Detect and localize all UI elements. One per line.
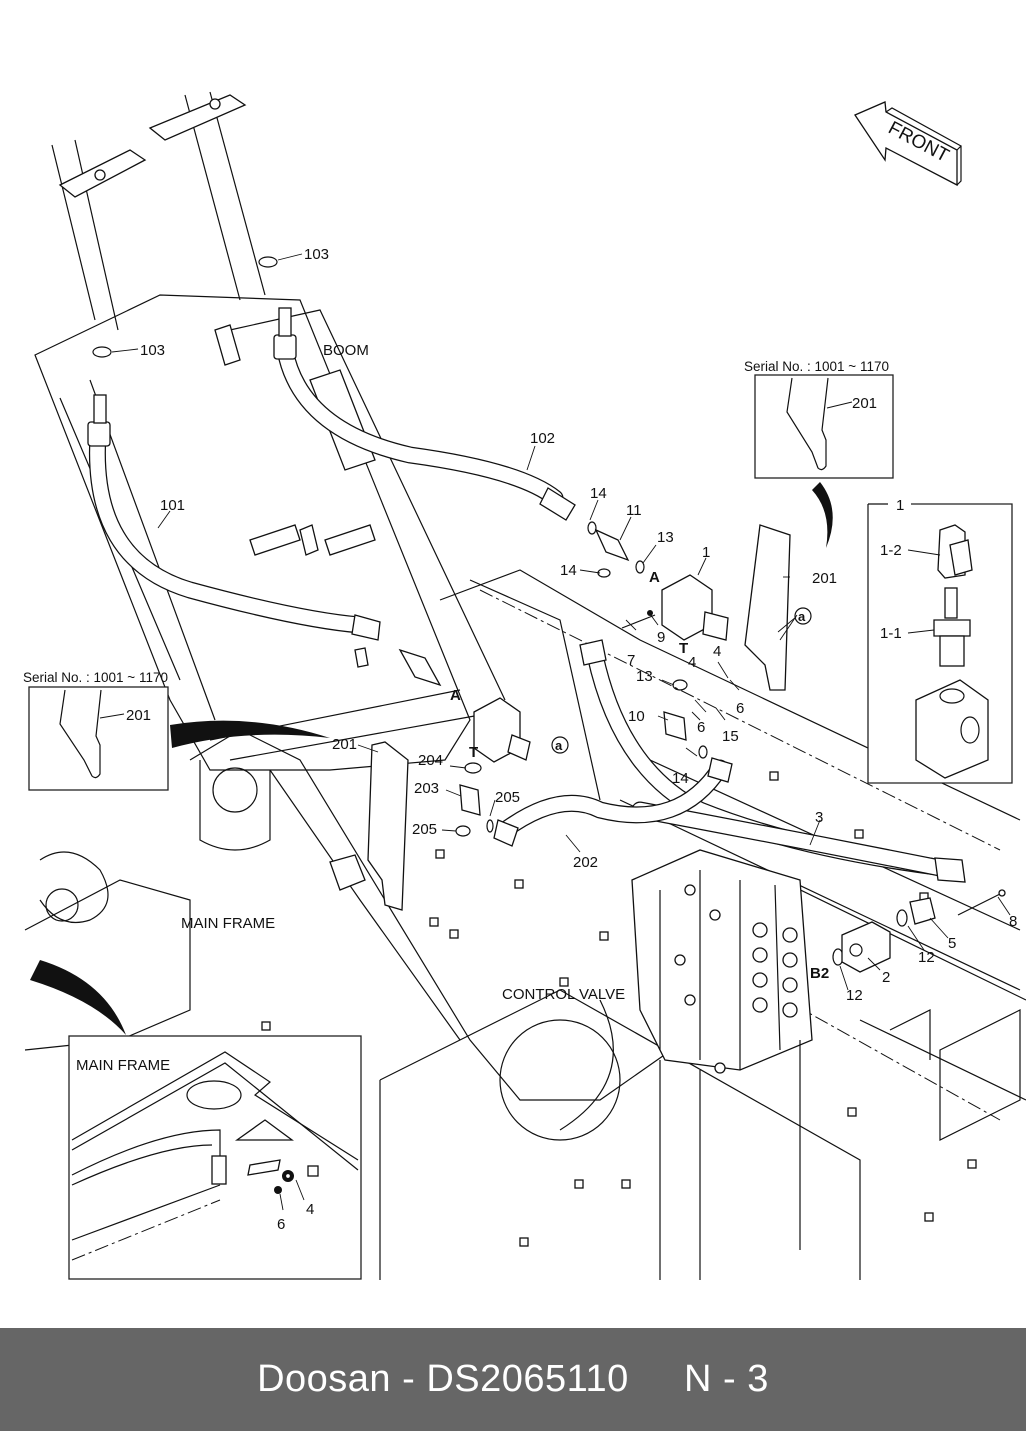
footer-part-number: DS2065110	[426, 1358, 629, 1400]
front-direction-arrow: FRONT	[854, 101, 962, 187]
callout-7: 7	[627, 652, 635, 669]
solenoid-coil-1-2	[937, 524, 973, 579]
svg-text:a: a	[798, 609, 806, 624]
callout-201-main: 201	[332, 736, 357, 753]
valve-1-left	[473, 697, 531, 763]
inset-serial-left-title: Serial No. : 1001 ~ 1170	[23, 670, 168, 685]
bracket-201-left	[329, 741, 409, 911]
callout-102: 102	[530, 430, 555, 447]
callout-202: 202	[573, 854, 598, 871]
area-label-boom: BOOM	[323, 342, 369, 359]
callout-204: 204	[418, 752, 443, 769]
bolt-8	[957, 889, 1006, 916]
hose-101	[87, 394, 381, 641]
valve-body	[915, 679, 989, 779]
callout-12-b: 12	[846, 987, 863, 1004]
footer-separator: -	[391, 1358, 427, 1400]
callout-103-lower: 103	[140, 342, 165, 359]
callout-3: 3	[815, 809, 823, 826]
reference-mark-a-right: a	[794, 607, 812, 625]
callout-203: 203	[414, 780, 439, 797]
inset-serial-right: Serial No. : 1001 ~ 1170 201	[744, 359, 894, 479]
inset-valve-part-1-1: 1-1	[880, 625, 902, 642]
inset-serial-right-title: Serial No. : 1001 ~ 1170	[744, 359, 889, 374]
svg-text:a: a	[555, 738, 563, 753]
callout-13-a: 13	[657, 529, 674, 546]
flange-5	[909, 897, 936, 925]
callout-15: 15	[722, 728, 739, 745]
inset-main-frame-part-4: 4	[306, 1201, 314, 1218]
inset-main-frame-part-6: 6	[277, 1216, 285, 1233]
callout-205-b: 205	[412, 821, 437, 838]
inset-main-frame-title: MAIN FRAME	[76, 1057, 170, 1074]
area-label-main-frame: MAIN FRAME	[181, 915, 275, 932]
callout-14-a: 14	[590, 485, 607, 502]
callout-1: 1	[702, 544, 710, 561]
hose-102	[273, 307, 576, 521]
bracket-201-right	[744, 524, 791, 691]
callout-labels: 103 103 102 101 14 11 13 14 1 201 A 9 7 …	[140, 246, 1017, 1004]
footer-page: N - 3	[684, 1358, 769, 1400]
hose-3	[579, 639, 966, 883]
footer-caption: Doosan - DS2065110 N - 3	[257, 1358, 769, 1401]
callout-6-b: 6	[697, 719, 705, 736]
fitting-203	[459, 784, 481, 816]
callout-4-b: 4	[713, 643, 721, 660]
reference-mark-a-left: a	[551, 736, 569, 754]
callout-101: 101	[160, 497, 185, 514]
callout-9: 9	[657, 629, 665, 646]
area-label-control-valve: CONTROL VALVE	[502, 986, 625, 1003]
block-2	[841, 921, 891, 973]
valve-1	[661, 574, 729, 641]
inset-main-frame-detail: MAIN FRAME 4 6	[68, 1035, 362, 1280]
inset-valve-detail: 1 1-2 1-1	[867, 497, 1013, 784]
inset-serial-left-part: 201	[126, 707, 151, 724]
port-b2-label: B2	[810, 965, 829, 982]
hose-202	[493, 757, 733, 847]
callout-14-b: 14	[560, 562, 577, 579]
port-t-label: T	[679, 640, 688, 657]
fitting-10	[663, 711, 687, 741]
inset-serial-left: Serial No. : 1001 ~ 1170 201	[23, 670, 169, 791]
callout-6-a: 6	[736, 700, 744, 717]
detail-pointer-arrows	[30, 482, 833, 1035]
parts-diagram: FRONT	[23, 91, 1026, 1280]
callout-201-right: 201	[812, 570, 837, 587]
callout-14-c: 14	[672, 770, 689, 787]
clamp-top-left	[58, 94, 247, 198]
cartridge-1-1	[933, 587, 971, 667]
inset-serial-right-part: 201	[852, 395, 877, 412]
callout-13-b: 13	[636, 668, 653, 685]
inset-valve-part-1-2: 1-2	[880, 542, 902, 559]
bolt-7	[621, 610, 656, 629]
port-a-label-2: A	[450, 687, 461, 704]
callout-12-a: 12	[918, 949, 935, 966]
footer-bar: Doosan - DS2065110 N - 3	[0, 1328, 1026, 1431]
footer-brand: Doosan	[257, 1358, 392, 1400]
fitting-11	[398, 528, 630, 687]
callout-103-upper: 103	[304, 246, 329, 263]
callout-5: 5	[948, 935, 956, 952]
callout-4-a: 4	[688, 654, 696, 671]
callout-205-a: 205	[495, 789, 520, 806]
leader-lines	[111, 253, 1011, 991]
inset-valve-title: 1	[896, 497, 904, 514]
callout-8: 8	[1009, 913, 1017, 930]
port-a-label: A	[649, 569, 660, 586]
callout-11: 11	[626, 502, 642, 519]
callout-2: 2	[882, 969, 890, 986]
frame-bolts	[261, 771, 977, 1247]
control-valve-ports	[674, 884, 798, 1074]
port-t-label-2: T	[469, 744, 478, 761]
control-valve	[631, 849, 813, 1280]
boom-structure	[34, 91, 506, 771]
callout-10: 10	[628, 708, 645, 725]
